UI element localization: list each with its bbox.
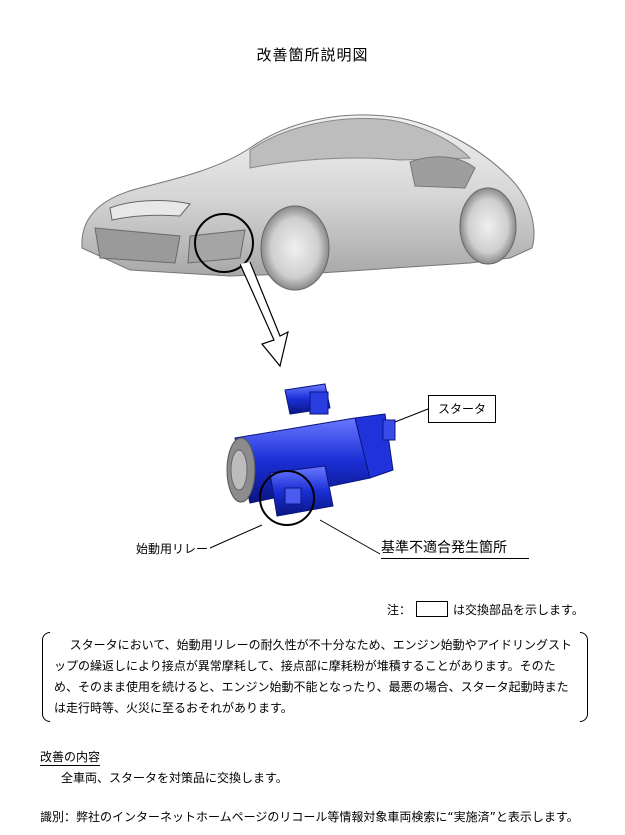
car-illustration xyxy=(81,114,535,291)
replacement-part-legend-box xyxy=(416,601,449,617)
note-prefix: 注： xyxy=(387,603,412,617)
improvement-heading: 改善の内容 xyxy=(40,750,101,766)
page-title: 改善箇所説明図 xyxy=(256,46,369,64)
identification-text: 識別：弊社のインターネットホームページのリコール等情報対象車両検索に“実施済”と… xyxy=(40,810,579,824)
note-suffix: は交換部品を示します。 xyxy=(453,603,584,617)
starter-illustration xyxy=(226,383,396,526)
relay-label: 始動用リレー xyxy=(136,542,209,556)
improvement-body: 全車両、スタータを対策品に交換します。 xyxy=(61,771,288,785)
starter-label: スタータ xyxy=(428,395,496,423)
right-bracket xyxy=(580,632,588,722)
description-text: スタータにおいて、始動用リレーの耐久性が不十分なため、エンジン始動やアイドリング… xyxy=(54,638,573,715)
left-bracket xyxy=(42,632,50,722)
pointer-arrow xyxy=(240,262,289,368)
legend-note: 注： は交換部品を示します。 xyxy=(387,601,584,618)
defect-location-label: 基準不適合発生箇所 xyxy=(381,537,529,559)
description-block: スタータにおいて、始動用リレーの耐久性が不十分なため、エンジン始動やアイドリング… xyxy=(42,632,588,722)
